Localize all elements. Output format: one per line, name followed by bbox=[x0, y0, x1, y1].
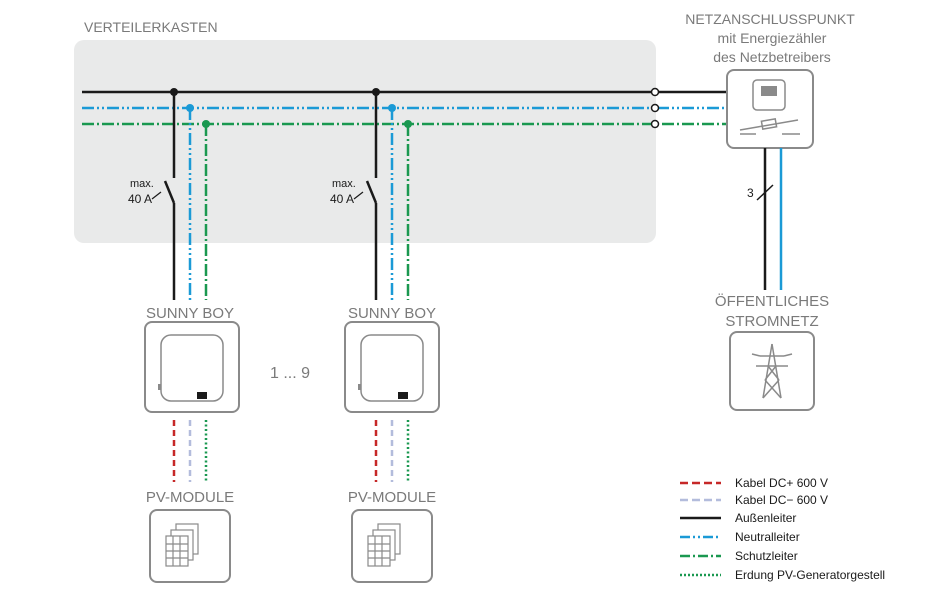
legend-item-pv-grounding: Erdung PV-Generatorgestell bbox=[680, 568, 885, 582]
solar-panel-icon bbox=[165, 523, 199, 567]
svg-text:Schutzleiter: Schutzleiter bbox=[735, 549, 798, 563]
pv-modules-label-1: PV-MODULE bbox=[146, 489, 234, 506]
breaker-1 bbox=[163, 180, 176, 204]
branch-2: max. 40 A SUNNY BOY PV-MODULE bbox=[330, 88, 440, 583]
inverter-1 bbox=[144, 321, 240, 413]
conductor-count-tick bbox=[756, 184, 774, 201]
public-grid-label-1: ÖFFENTLICHES bbox=[715, 292, 829, 310]
breaker-max-1: max. bbox=[130, 178, 154, 190]
legend-item-neutral-conductor: Neutralleiter bbox=[680, 530, 800, 544]
branch-1: max. 40 A SUNNY BOY PV-MODULE bbox=[128, 88, 240, 583]
breaker-2 bbox=[365, 180, 378, 204]
terminal-neutral bbox=[650, 103, 660, 113]
breaker-max-2: max. bbox=[332, 178, 356, 190]
inverter-2 bbox=[344, 321, 440, 413]
terminal-outer bbox=[650, 87, 660, 97]
legend-item-protective-conductor: Schutzleiter bbox=[680, 549, 798, 563]
svg-text:Neutralleiter: Neutralleiter bbox=[735, 530, 800, 544]
pv-modules-label-2: PV-MODULE bbox=[348, 489, 436, 506]
legend: Kabel DC+ 600 V Kabel DC− 600 V Außenlei… bbox=[680, 476, 885, 582]
terminal-protective bbox=[650, 119, 660, 129]
legend-item-dc-minus: Kabel DC− 600 V bbox=[680, 493, 828, 507]
gcp-title: NETZANSCHLUSSPUNKT bbox=[685, 11, 855, 27]
legend-item-dc-plus: Kabel DC+ 600 V bbox=[680, 476, 828, 490]
inverter-label-1: SUNNY BOY bbox=[146, 305, 234, 322]
gcp-subtitle-2: des Netzbetreibers bbox=[713, 49, 831, 65]
inverter-label-2: SUNNY BOY bbox=[348, 305, 436, 322]
conductor-count-label: 3 bbox=[747, 186, 754, 200]
legend-item-outer-conductor: Außenleiter bbox=[680, 511, 796, 525]
svg-text:Erdung PV-Generatorgestell: Erdung PV-Generatorgestell bbox=[735, 568, 885, 582]
breaker-rating-2: 40 A bbox=[330, 192, 354, 206]
power-pylon-icon bbox=[751, 343, 793, 399]
energy-meter-box bbox=[726, 69, 814, 149]
public-grid-label-2: STROMNETZ bbox=[725, 313, 818, 330]
svg-text:Kabel DC+ 600 V: Kabel DC+ 600 V bbox=[735, 476, 828, 490]
svg-text:Außenleiter: Außenleiter bbox=[735, 511, 796, 525]
distribution-box bbox=[74, 40, 656, 243]
meter-icon bbox=[739, 79, 800, 135]
repeat-range-label: 1 ... 9 bbox=[270, 365, 310, 382]
distribution-box-label: VERTEILERKASTEN bbox=[84, 19, 218, 35]
solar-panel-icon bbox=[367, 523, 401, 567]
svg-text:Kabel DC− 600 V: Kabel DC− 600 V bbox=[735, 493, 828, 507]
gcp-subtitle-1: mit Energiezähler bbox=[718, 30, 827, 46]
breaker-rating-1: 40 A bbox=[128, 192, 152, 206]
